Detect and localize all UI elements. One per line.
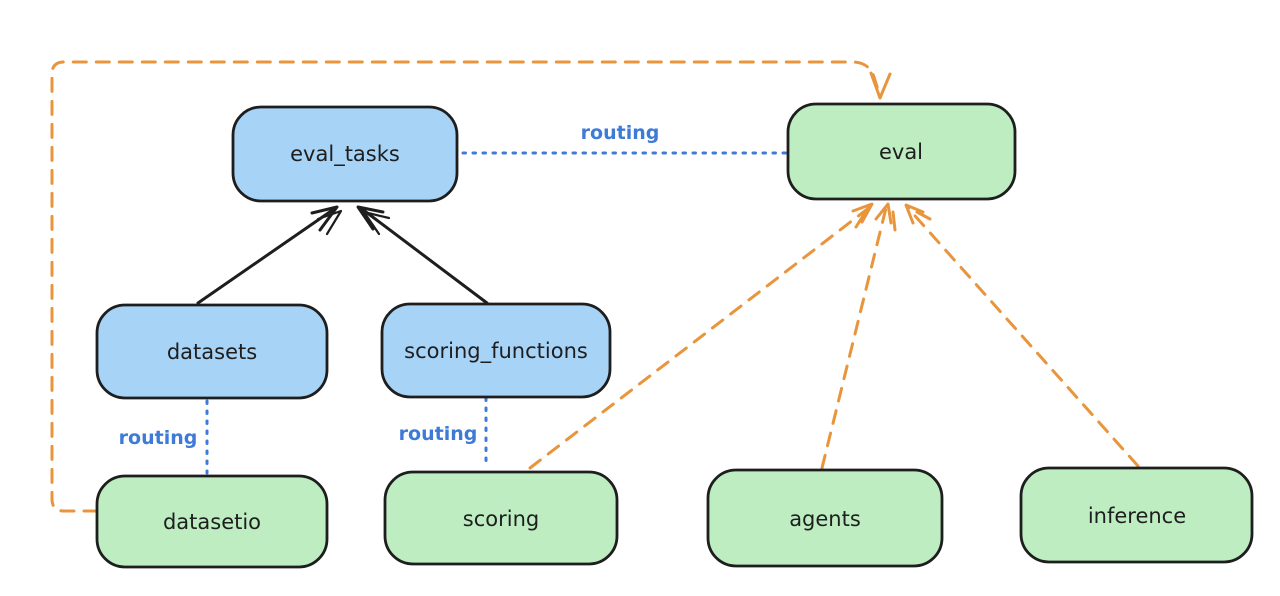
edge-scoring-to-eval-path [528,205,872,470]
edge-eval-tasks-to-eval: routing [461,122,788,155]
edge-scoring-functions-to-scoring: routing [399,396,488,470]
node-scoring-functions-label: scoring_functions [404,339,588,364]
edge-datasets-to-eval-tasks-path [196,207,336,305]
edge-scoring-functions-to-eval-tasks-path [360,207,489,305]
node-scoring-label: scoring [463,507,539,531]
node-agents-label: agents [789,507,861,531]
edge-datasetio-to-eval-path [50,60,881,513]
arrowhead-agents-eval-icon [874,202,893,225]
arrowhead-inference-eval-icon [904,203,925,225]
node-eval: eval [786,102,1017,201]
edge-scoring-functions-to-eval-tasks [356,205,489,305]
routing-label-scoring-functions-scoring: routing [399,423,478,445]
arrowhead-scoringfunctions-evaltasks-icon [356,205,385,231]
node-datasets: datasets [95,303,329,400]
arrowhead-datasets-evaltasks-icon [310,205,339,232]
node-eval-label: eval [879,140,923,164]
arrowhead-inference-eval-sketch-icon [915,210,932,221]
node-inference-box [1019,466,1254,564]
node-eval-tasks: eval_tasks [231,105,459,203]
node-eval-tasks-box [231,105,459,203]
edge-datasetio-to-eval [50,60,892,513]
arrowhead-scoringfunctions-evaltasks-sketch-icon [362,210,391,236]
node-inference: inference [1019,466,1254,564]
edge-agents-to-eval [820,202,897,470]
edge-datasets-to-datasetio: routing [119,399,209,475]
edge-inference-to-eval-path [906,206,1140,468]
node-scoring-functions-box [380,302,612,399]
node-inference-label: inference [1088,504,1186,528]
arrowhead-scoring-eval-sketch-icon [854,209,868,229]
node-eval-box [786,102,1017,201]
arrowhead-into-eval-top-icon [869,71,892,100]
node-agents-box [706,468,944,568]
routing-label-eval-tasks-eval: routing [581,122,660,144]
node-datasets-box [95,303,329,400]
node-scoring-functions: scoring_functions [380,302,612,399]
arrowhead-scoring-eval-icon [851,202,874,224]
edge-datasets-to-eval-tasks [196,205,343,305]
edge-inference-to-eval [904,203,1140,468]
node-datasets-label: datasets [167,340,257,364]
node-agents: agents [706,468,944,568]
routing-label-datasets-datasetio: routing [119,427,198,449]
edge-agents-to-eval-path [820,206,888,470]
node-eval-tasks-label: eval_tasks [290,142,400,167]
edge-scoring-to-eval [528,202,874,470]
node-scoring-box [383,470,619,566]
arrowhead-datasets-evaltasks-sketch-icon [316,209,343,236]
node-datasetio-box [95,474,329,569]
arrowhead-agents-eval-sketch-icon [891,210,897,232]
node-datasetio-label: datasetio [163,510,261,534]
node-datasetio: datasetio [95,474,329,569]
node-scoring: scoring [383,470,619,566]
